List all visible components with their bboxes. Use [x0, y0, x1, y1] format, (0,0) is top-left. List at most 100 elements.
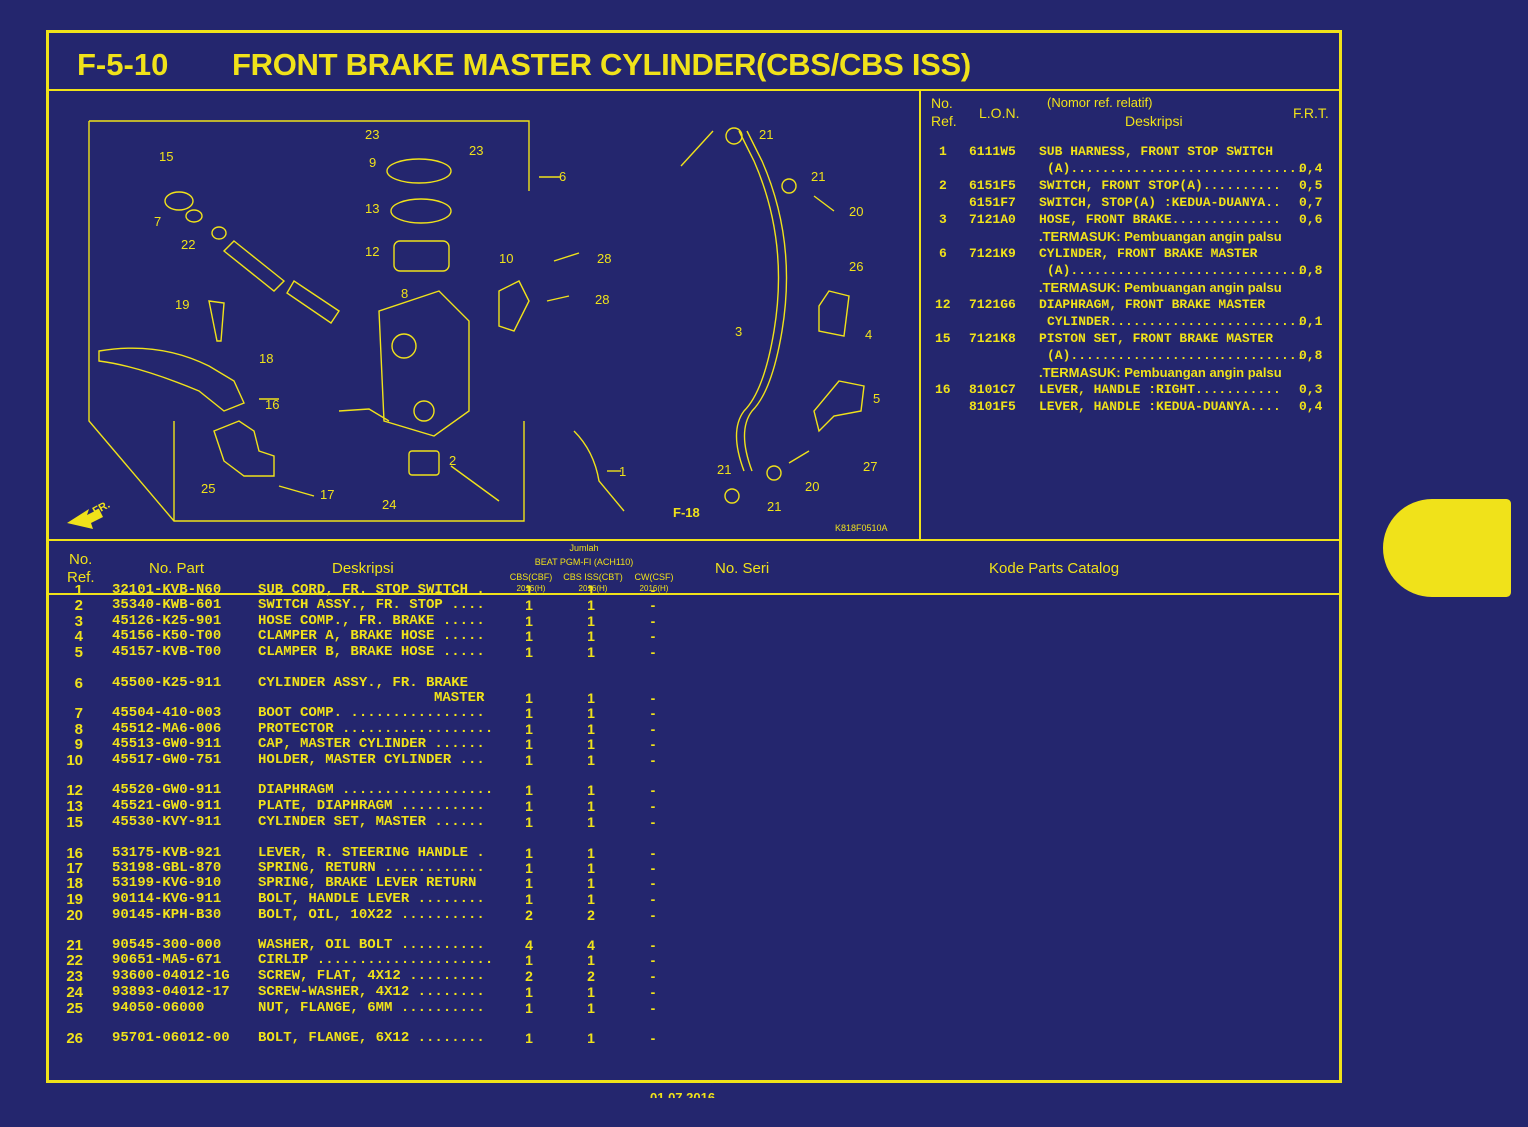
row-description: CLAMPER A, BRAKE HOSE ..... — [258, 628, 485, 644]
row-qty-cbs-iss: 1 — [587, 752, 595, 768]
row-ref: 16 — [66, 845, 83, 862]
row-description: BOLT, FLANGE, 6X12 ........ — [258, 1030, 485, 1046]
row-qty-cbs-iss: 1 — [587, 782, 595, 798]
row-part-number: 53199-KVG-910 — [112, 875, 222, 891]
row-qty-cbs: 1 — [525, 860, 533, 876]
row-description: SPRING, RETURN ............ — [258, 860, 485, 876]
row-qty-cbs: 1 — [525, 798, 533, 814]
row-qty-cbs-iss: 1 — [587, 582, 595, 598]
callout-23-b: 23 — [469, 143, 483, 158]
row-description: CYLINDER SET, MASTER ...... — [258, 814, 485, 830]
row-description: PROTECTOR .................. — [258, 721, 494, 737]
rp-note: .TERMASUK: Pembuangan angin palsu — [1039, 229, 1282, 244]
row-description: DIAPHRAGM .................. — [258, 782, 494, 798]
row-part-number: 53175-KVB-921 — [112, 845, 222, 861]
callout-7: 7 — [154, 214, 161, 229]
row-ref: 20 — [66, 907, 83, 924]
row-qty-cbs: 1 — [525, 845, 533, 861]
callout-4: 4 — [865, 327, 872, 342]
callout-26: 26 — [849, 259, 863, 274]
callout-15: 15 — [159, 149, 173, 164]
row-description-cont: MASTER — [434, 690, 485, 706]
row-ref: 17 — [66, 860, 83, 877]
callout-21-a: 21 — [759, 127, 773, 142]
row-ref: 23 — [66, 968, 83, 985]
section-code: F-5-10 — [77, 47, 169, 82]
row-qty-cbs: 1 — [525, 690, 533, 706]
row-part-number: 90114-KVG-911 — [112, 891, 222, 907]
row-qty-cw: - — [650, 1000, 656, 1016]
row-description: NUT, FLANGE, 6MM .......... — [258, 1000, 485, 1016]
row-qty-cw: - — [650, 582, 656, 598]
callout-19: 19 — [175, 297, 189, 312]
row-part-number: 35340-KWB-601 — [112, 597, 222, 613]
row-part-number: 45157-KVB-T00 — [112, 644, 222, 660]
title-bar: F-5-10 FRONT BRAKE MASTER CYLINDER(CBS/C… — [49, 33, 1339, 91]
row-qty-cbs: 1 — [525, 705, 533, 721]
row-qty-cbs-iss: 1 — [587, 628, 595, 644]
row-description: SCREW-WASHER, 4X12 ........ — [258, 984, 485, 1000]
row-part-number: 45156-K50-T00 — [112, 628, 222, 644]
callout-20-a: 20 — [849, 204, 863, 219]
row-qty-cbs: 1 — [525, 1000, 533, 1016]
row-description: CYLINDER ASSY., FR. BRAKE — [258, 675, 469, 691]
callout-9: 9 — [369, 155, 376, 170]
rp-col-desc: Deskripsi — [1125, 113, 1183, 129]
row-qty-cw: - — [650, 798, 656, 814]
page-tab[interactable] — [1383, 499, 1511, 597]
row-qty-cbs-iss: 4 — [587, 937, 595, 953]
row-qty-cbs-iss: 1 — [587, 644, 595, 660]
callout-22: 22 — [181, 237, 195, 252]
row-qty-cw: - — [650, 1030, 656, 1046]
row-qty-cw: - — [650, 721, 656, 737]
callout-8: 8 — [401, 286, 408, 301]
row-qty-cbs: 1 — [525, 952, 533, 968]
row-qty-cbs-iss: 1 — [587, 613, 595, 629]
row-description: BOLT, HANDLE LEVER ........ — [258, 891, 485, 907]
row-qty-cw: - — [650, 891, 656, 907]
row-qty-cbs: 1 — [525, 875, 533, 891]
row-part-number: 94050-06000 — [112, 1000, 205, 1016]
row-ref: 8 — [74, 721, 83, 738]
row-qty-cbs: 2 — [525, 907, 533, 923]
callout-16: 16 — [265, 397, 279, 412]
drawing-code: K818F0510A — [835, 523, 888, 533]
rp-col-no: No. — [931, 95, 953, 111]
callout-21-c: 21 — [717, 462, 731, 477]
th-no-seri: No. Seri — [715, 560, 770, 577]
callout-28-b: 28 — [595, 292, 609, 307]
row-qty-cbs-iss: 1 — [587, 690, 595, 706]
row-description: CLAMPER B, BRAKE HOSE ..... — [258, 644, 485, 660]
row-description: WASHER, OIL BOLT .......... — [258, 937, 485, 953]
th-no: No. — [69, 551, 93, 568]
row-qty-cbs: 1 — [525, 628, 533, 644]
callout-13: 13 — [365, 201, 379, 216]
row-ref: 1 — [74, 582, 83, 599]
row-description: BOLT, OIL, 10X22 .......... — [258, 907, 485, 923]
row-description: HOLDER, MASTER CYLINDER ... — [258, 752, 485, 768]
ref-panel: No. Ref. L.O.N. (Nomor ref. relatif) Des… — [931, 95, 1329, 414]
row-qty-cw: - — [650, 628, 656, 644]
row-ref: 22 — [66, 952, 83, 969]
row-ref: 24 — [66, 984, 83, 1001]
row-qty-cbs-iss: 2 — [587, 907, 595, 923]
rp-note: .TERMASUK: Pembuangan angin palsu — [1039, 365, 1282, 380]
row-qty-cbs-iss: 1 — [587, 984, 595, 1000]
callout-21-d: 21 — [767, 499, 781, 514]
row-qty-cw: - — [650, 952, 656, 968]
row-qty-cbs: 1 — [525, 721, 533, 737]
callout-24: 24 — [382, 497, 396, 512]
row-qty-cbs: 1 — [525, 752, 533, 768]
row-ref: 13 — [66, 798, 83, 815]
row-part-number: 45126-K25-901 — [112, 613, 222, 629]
callout-1: 1 — [619, 464, 626, 479]
